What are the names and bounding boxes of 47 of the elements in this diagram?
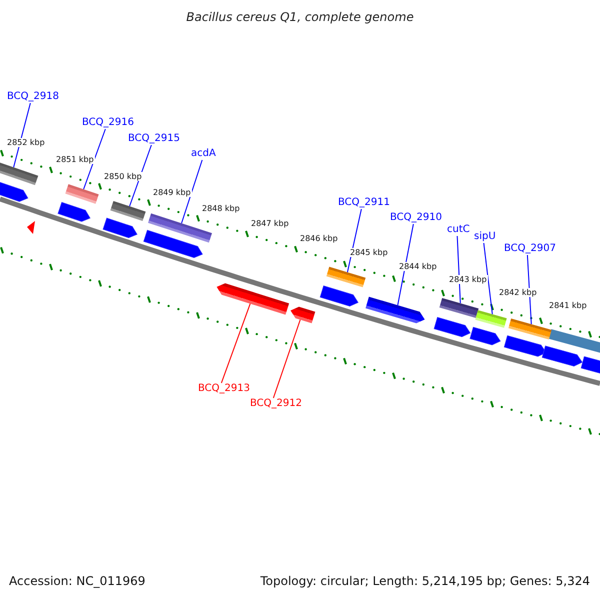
gene-label: BCQ_2912 [250, 398, 302, 410]
gene-feature [148, 213, 212, 243]
leader-line [129, 144, 152, 207]
gene-feature [508, 318, 552, 340]
gene-label: BCQ_2907 [504, 243, 556, 255]
leader-line [456, 236, 461, 304]
leader-line [346, 208, 362, 273]
chart-title: Bacillus cereus Q1, complete genome [185, 10, 415, 24]
gene-label: BCQ_2918 [7, 91, 59, 103]
gene-feature [110, 200, 146, 222]
scale-label: 2848 kbp [201, 204, 241, 213]
gene-label: BCQ_2911 [338, 197, 390, 209]
gene-label: BCQ_2910 [390, 212, 442, 224]
leader-line [181, 160, 203, 224]
gene-feature [366, 296, 425, 324]
gene-feature [475, 310, 507, 328]
gene-label: cutC [447, 224, 470, 236]
leader-line [272, 319, 301, 398]
gene-feature [290, 306, 316, 324]
gene-label: BCQ_2913 [198, 383, 250, 395]
leader-line [220, 303, 251, 384]
scale-label: 2842 kbp [498, 288, 538, 297]
scale-label: 2844 kbp [398, 262, 438, 271]
leader-line [13, 102, 31, 168]
scale-label: 2852 kbp [6, 138, 46, 147]
leader-line [526, 254, 532, 325]
scale-label: 2851 kbp [55, 155, 95, 164]
gene-feature [65, 184, 99, 204]
gene-feature [216, 283, 290, 315]
scale-label: 2845 kbp [349, 248, 389, 257]
gene-feature [439, 298, 479, 318]
gene-label: acdA [191, 148, 216, 160]
footer-text: Accession: NC_011969 [9, 574, 146, 588]
gene-label: BCQ_2916 [82, 117, 134, 129]
gene-label: BCQ_2915 [128, 133, 180, 145]
gene-label: sipU [474, 231, 496, 243]
gene-feature [326, 266, 366, 288]
leader-line [397, 224, 414, 306]
scale-label: 2843 kbp [448, 275, 488, 284]
scale-label: 2841 kbp [548, 301, 588, 310]
scale-label: 2850 kbp [103, 172, 143, 181]
leader-line [83, 128, 106, 190]
scale-label: 2849 kbp [152, 188, 192, 197]
leader-line [483, 242, 493, 315]
footer-text: Topology: circular; Length: 5,214,195 bp; Genes: 5,324 [260, 574, 590, 588]
scale-label: 2847 kbp [250, 219, 290, 228]
scale-label: 2846 kbp [299, 234, 339, 243]
